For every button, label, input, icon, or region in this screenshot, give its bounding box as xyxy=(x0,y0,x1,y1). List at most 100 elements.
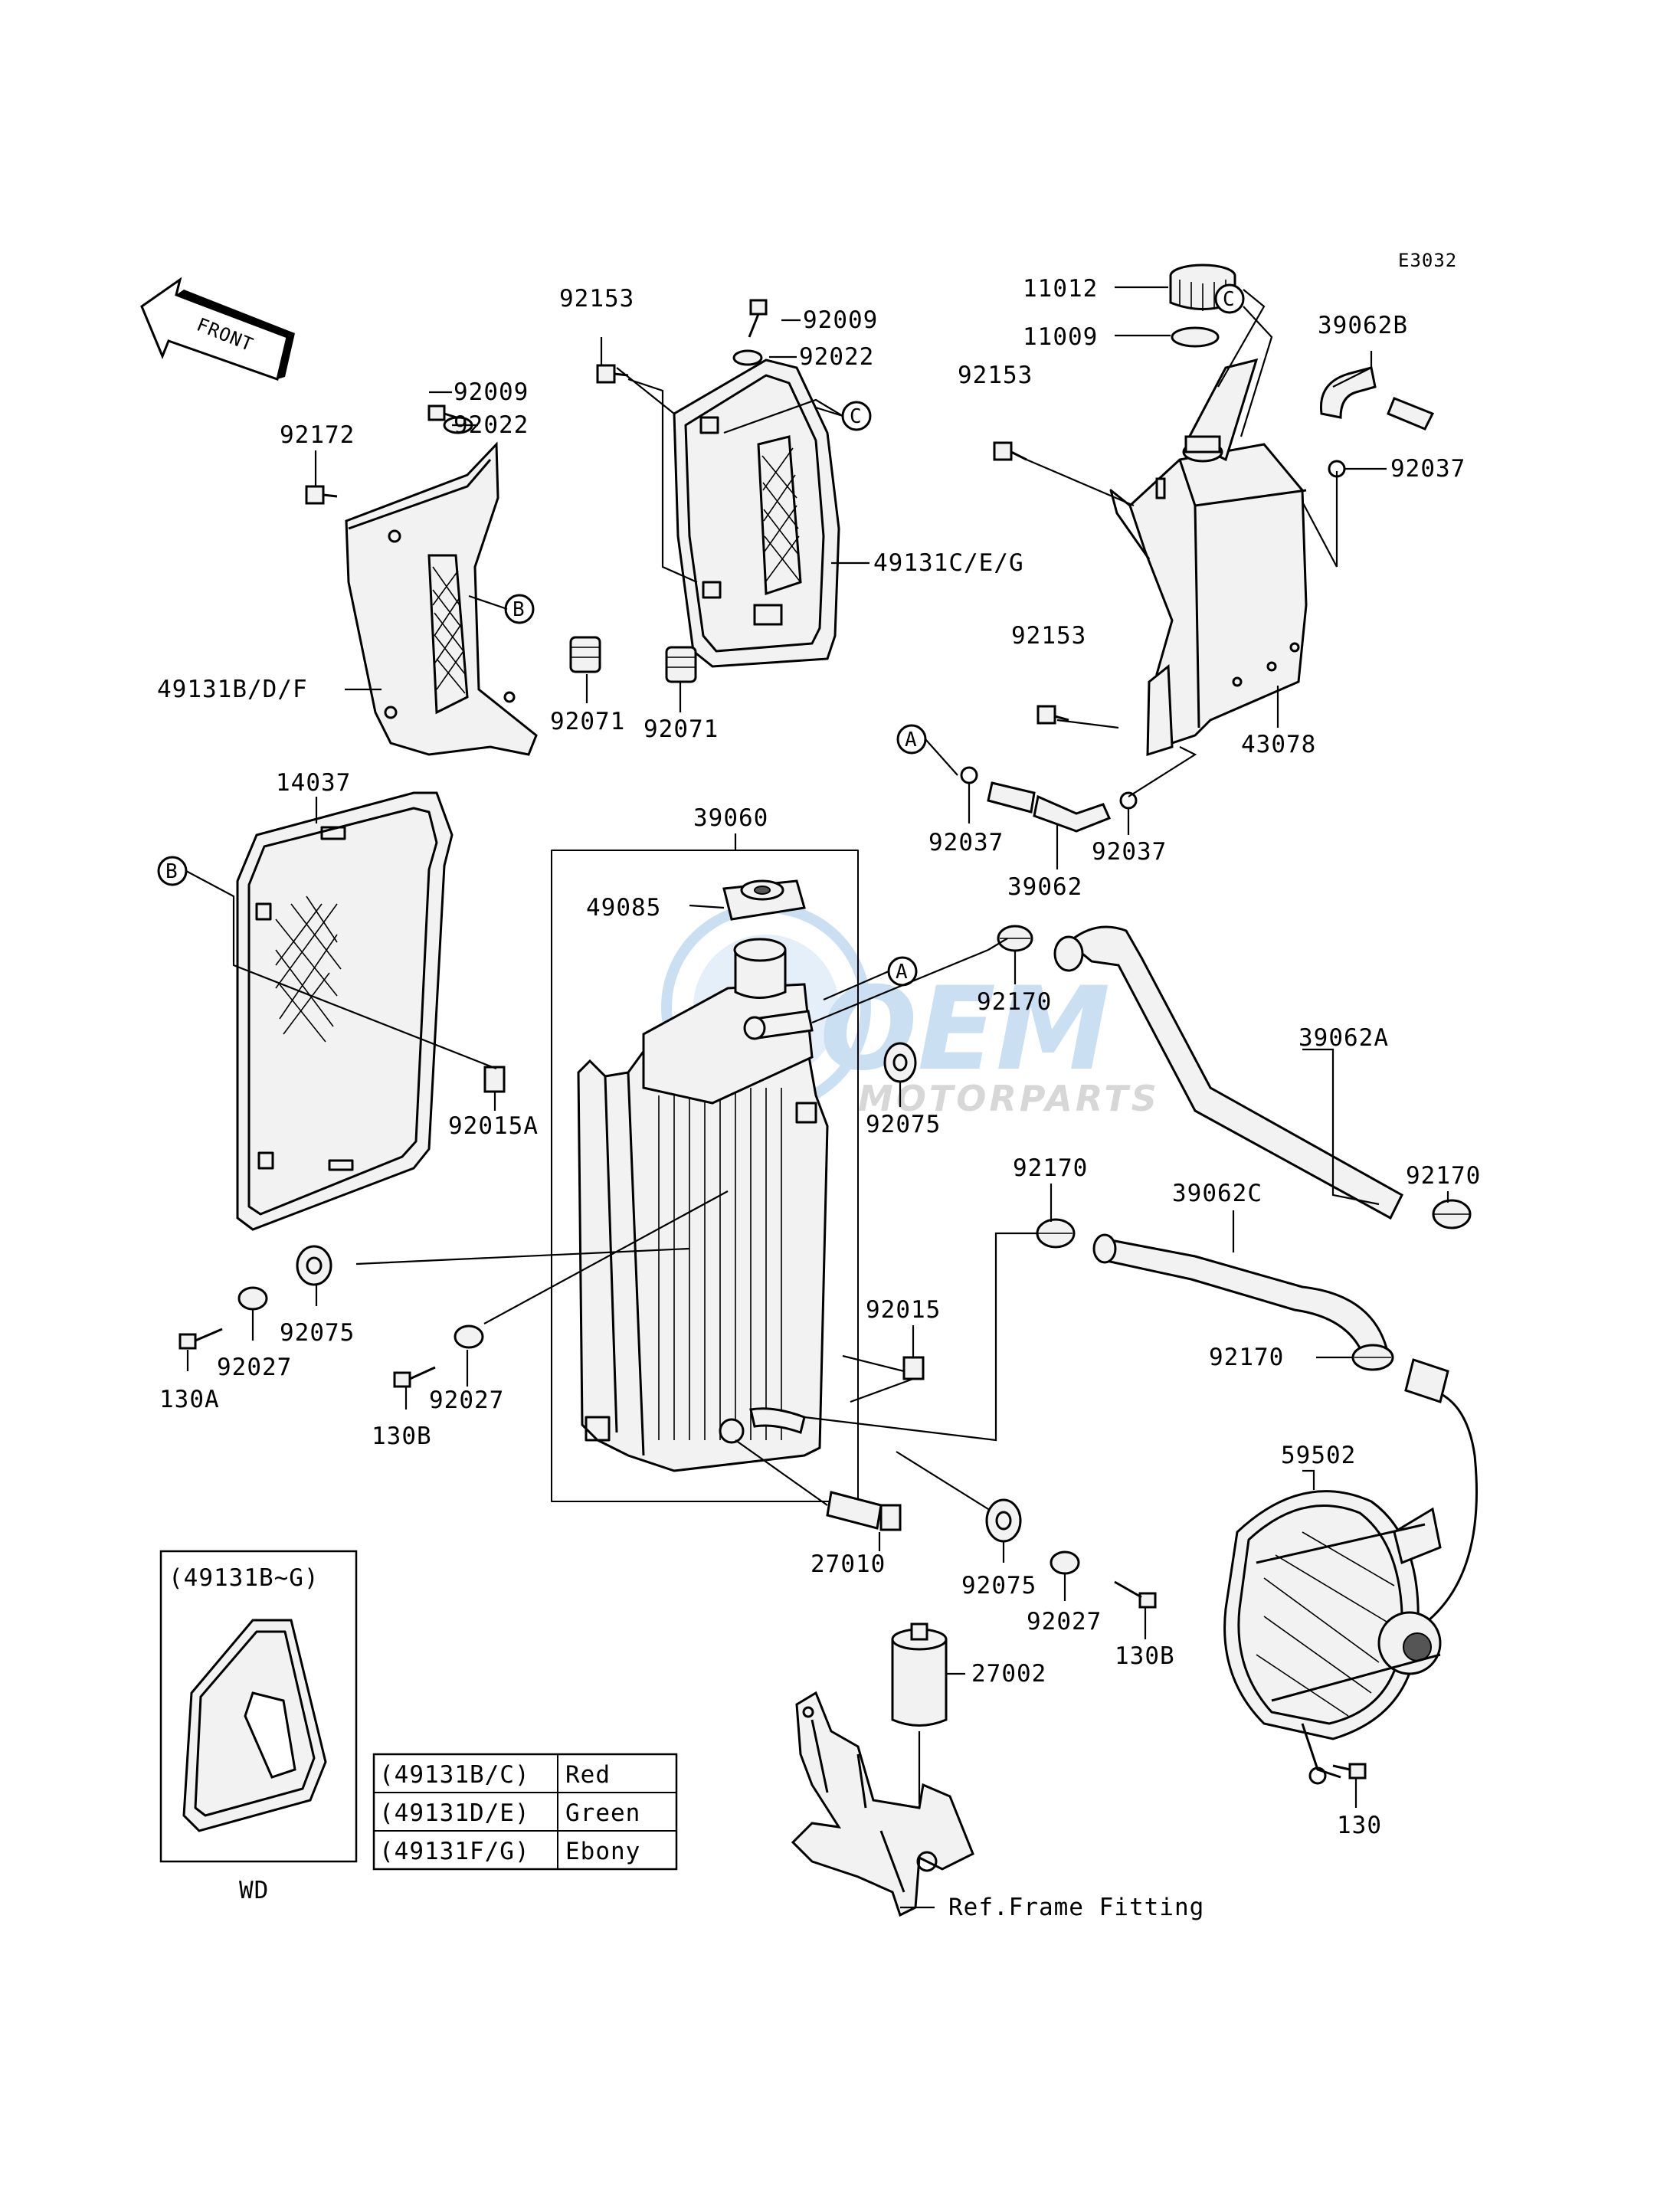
hose-39062b xyxy=(1319,366,1435,431)
label-92027-a: 92027 xyxy=(217,1354,292,1381)
label-14037: 14037 xyxy=(276,769,351,797)
label-39062b: 39062B xyxy=(1318,312,1408,339)
label-43078: 43078 xyxy=(1241,731,1316,758)
callout-a-radiator: A xyxy=(887,956,918,987)
grommet-92071-b xyxy=(665,646,697,683)
grommet-92071-a xyxy=(569,636,601,673)
callout-c-top: C xyxy=(1214,283,1245,314)
svg-text:A: A xyxy=(896,961,908,984)
bolt-92009-a xyxy=(748,299,768,338)
label-92015a: 92015A xyxy=(448,1112,539,1140)
fan-switch xyxy=(891,1622,948,1727)
frame-bracket xyxy=(791,1691,974,1917)
label-130b-b: 130B xyxy=(1115,1642,1175,1670)
label-11009: 11009 xyxy=(1023,323,1098,351)
grommet-92075-a xyxy=(883,1042,917,1083)
bolt-130a xyxy=(178,1328,223,1350)
label-27002: 27002 xyxy=(971,1660,1046,1688)
label-39060: 39060 xyxy=(693,804,768,832)
callout-b-grille: B xyxy=(157,856,188,886)
callout-a-tank: A xyxy=(896,724,927,755)
diagram-code: E3032 xyxy=(1398,250,1457,271)
label-39062: 39062 xyxy=(1007,873,1082,901)
radiator-frame xyxy=(551,850,859,1502)
decal-caption: WD xyxy=(239,1877,269,1904)
bolt-92153-c xyxy=(1036,705,1069,725)
label-92172: 92172 xyxy=(280,421,355,449)
label-39062a: 39062A xyxy=(1298,1024,1389,1052)
grommet-92075-b xyxy=(296,1245,332,1286)
label-92071-b: 92071 xyxy=(644,715,719,743)
radiator-cap xyxy=(722,879,806,921)
clamp-92170-d xyxy=(1351,1344,1394,1371)
label-92015: 92015 xyxy=(866,1296,941,1324)
label-92170-a: 92170 xyxy=(977,988,1052,1016)
label-92037-top: 92037 xyxy=(1390,455,1465,483)
decal-header: (49131B~G) xyxy=(169,1564,319,1592)
color-table-code-3: (49131F/G) xyxy=(379,1838,530,1865)
bolt-92172 xyxy=(305,485,338,505)
label-130b-a: 130B xyxy=(372,1423,432,1450)
svg-text:B: B xyxy=(165,860,178,883)
bolt-92153-b xyxy=(993,441,1027,461)
svg-text:B: B xyxy=(513,598,525,621)
label-ref-frame: Ref.Frame Fitting xyxy=(948,1894,1204,1921)
label-39062c: 39062C xyxy=(1172,1180,1262,1207)
label-92022-b: 92022 xyxy=(454,411,529,439)
label-92075-a: 92075 xyxy=(866,1111,941,1138)
svg-text:C: C xyxy=(1223,288,1235,311)
label-92027-b: 92027 xyxy=(429,1387,504,1414)
label-92153-c: 92153 xyxy=(1011,622,1086,650)
radiator-fan xyxy=(1223,1358,1478,1785)
label-130a: 130A xyxy=(159,1386,220,1413)
label-92009-b: 92009 xyxy=(454,378,529,406)
front-arrow-icon: FRONT xyxy=(140,277,295,381)
clip-nut-92015 xyxy=(902,1356,925,1380)
washer-92022-a xyxy=(732,349,763,366)
label-49131ceg: 49131C/E/G xyxy=(873,549,1024,577)
callout-b-shroud: B xyxy=(504,594,535,624)
hose-39062c xyxy=(1092,1233,1388,1357)
temperature-sensor xyxy=(826,1491,902,1531)
hose-39062 xyxy=(987,781,1112,833)
label-59502: 59502 xyxy=(1281,1442,1356,1469)
clamp-92170-a xyxy=(997,925,1033,952)
right-shroud xyxy=(673,359,840,668)
label-11012: 11012 xyxy=(1023,275,1098,303)
color-table-color-1: Red xyxy=(565,1761,611,1789)
bolt-130b-a xyxy=(393,1366,436,1388)
cap-gasket xyxy=(1171,326,1220,348)
grommet-92075-c xyxy=(985,1498,1022,1543)
color-table-color-3: Ebony xyxy=(565,1838,640,1865)
clamp-92170-b xyxy=(1432,1199,1472,1229)
bolt-130 xyxy=(1332,1763,1367,1780)
callout-c-shroud: C xyxy=(841,401,872,431)
label-92075-b: 92075 xyxy=(280,1319,355,1347)
label-92037-b: 92037 xyxy=(1092,838,1167,866)
hose-39062a xyxy=(1053,925,1403,1220)
collar-92027-c xyxy=(1050,1550,1080,1575)
collar-92027-b xyxy=(454,1324,484,1349)
decal-inset: (49131B~G) WD xyxy=(159,1550,358,1904)
label-27010: 27010 xyxy=(811,1550,886,1578)
label-92075-c: 92075 xyxy=(961,1572,1036,1599)
color-table-color-2: Green xyxy=(565,1799,640,1827)
label-92170-c: 92170 xyxy=(1013,1154,1088,1182)
bolt-92153-a xyxy=(596,364,629,384)
clip-92037-a xyxy=(960,766,978,784)
clip-nut-92015a xyxy=(483,1066,506,1093)
label-92027-c: 92027 xyxy=(1027,1608,1102,1635)
bolt-130b-b xyxy=(1114,1580,1157,1609)
label-92153-b: 92153 xyxy=(559,285,634,313)
color-table: (49131B/C) Red (49131D/E) Green (49131F/… xyxy=(372,1753,678,1871)
svg-text:C: C xyxy=(850,405,862,428)
label-92009-a: 92009 xyxy=(803,306,878,334)
label-92153-a: 92153 xyxy=(958,362,1033,389)
radiator-grille xyxy=(236,791,454,1231)
leader-lines xyxy=(185,286,1449,1909)
label-92022-a: 92022 xyxy=(799,343,874,371)
clamp-92170-c xyxy=(1036,1218,1076,1249)
svg-text:A: A xyxy=(905,729,917,751)
label-92170-b: 92170 xyxy=(1406,1162,1481,1190)
